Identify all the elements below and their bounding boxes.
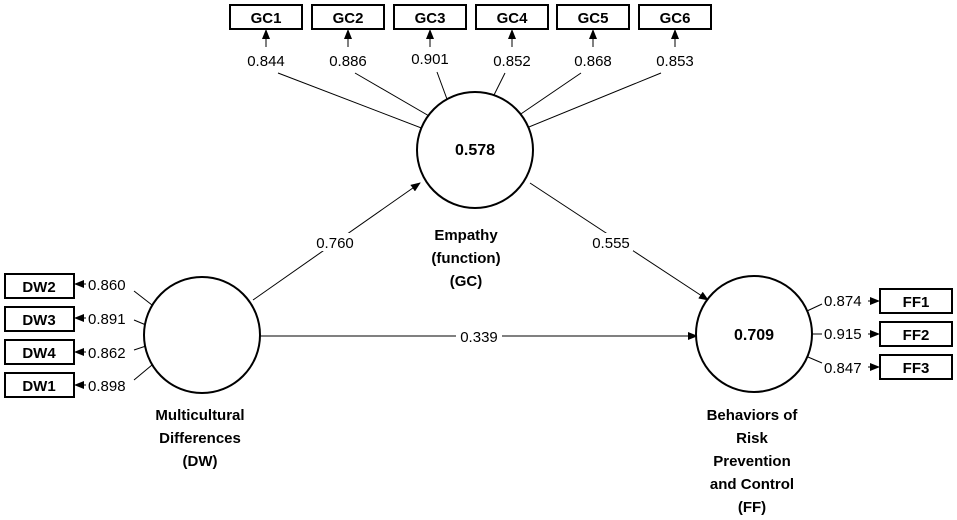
construct-name-gc-line3: (GC): [450, 273, 483, 290]
indicator-box-dw1: DW1: [4, 372, 75, 398]
loading-value-ff2: 0.915: [824, 326, 862, 343]
path-coef-dw-ff: 0.339: [460, 329, 498, 346]
indicator-label-gc5: GC5: [578, 10, 609, 27]
indicator-box-ff1: FF1: [879, 288, 953, 314]
indicator-label-gc3: GC3: [415, 10, 446, 27]
construct-name-dw-line3: (DW): [183, 453, 218, 470]
indicator-label-gc6: GC6: [660, 10, 691, 27]
construct-dw: [143, 276, 261, 394]
loading-line-gc6: [523, 72, 662, 130]
path-label-bg-dw-ff: [456, 328, 502, 346]
construct-ff: 0.709: [695, 275, 813, 393]
indicator-box-dw4: DW4: [4, 339, 75, 365]
loading-value-gc1: 0.844: [247, 53, 285, 70]
loading-value-ff3: 0.847: [824, 360, 862, 377]
loading-value-gc3: 0.901: [411, 51, 449, 68]
loading-value-gc2: 0.886: [329, 53, 367, 70]
loading-line-dw3: [133, 319, 147, 326]
path-coef-dw-gc: 0.760: [316, 235, 354, 252]
construct-name-gc: Empathy (function) (GC): [431, 227, 500, 290]
construct-name-dw: Multicultural Differences (DW): [155, 407, 244, 470]
loading-line-dw1: [133, 364, 153, 381]
loading-line-ff3: [807, 356, 823, 364]
indicator-label-dw4: DW4: [22, 345, 56, 362]
r2-value-ff: 0.709: [734, 327, 774, 344]
indicator-label-ff2: FF2: [903, 327, 930, 344]
loading-value-dw4: 0.862: [88, 345, 126, 362]
indicator-box-gc4: GC4: [475, 4, 549, 30]
r2-value-gc: 0.578: [455, 142, 495, 159]
indicator-label-ff1: FF1: [903, 294, 930, 311]
loading-value-gc4: 0.852: [493, 53, 531, 70]
indicator-box-gc3: GC3: [393, 4, 467, 30]
indicator-label-dw3: DW3: [22, 312, 55, 329]
indicator-label-gc4: GC4: [497, 10, 529, 27]
loading-value-ff1: 0.874: [824, 293, 862, 310]
indicator-box-dw2: DW2: [4, 273, 75, 299]
loading-value-gc6: 0.853: [656, 53, 694, 70]
indicator-box-gc6: GC6: [638, 4, 712, 30]
path-label-bg-dw-gc: [313, 233, 357, 251]
indicator-box-gc5: GC5: [556, 4, 630, 30]
construct-name-dw-line2: Differences: [159, 430, 241, 447]
indicator-box-ff2: FF2: [879, 321, 953, 347]
construct-name-ff-line5: (FF): [738, 499, 766, 516]
indicator-label-gc2: GC2: [333, 10, 364, 27]
construct-name-ff: Behaviors of Risk Prevention and Control…: [707, 407, 799, 516]
loading-line-gc5: [511, 72, 582, 121]
construct-name-dw-line1: Multicultural: [155, 407, 244, 424]
loading-line-ff1: [806, 303, 823, 312]
indicator-box-gc2: GC2: [311, 4, 385, 30]
construct-name-ff-line2: Risk: [736, 430, 768, 447]
construct-name-ff-line3: Prevention: [713, 453, 791, 470]
loading-line-gc2: [354, 72, 437, 121]
loading-line-dw4: [133, 345, 147, 351]
construct-name-gc-line1: Empathy: [434, 227, 498, 244]
indicator-label-gc1: GC1: [251, 10, 282, 27]
indicator-label-dw2: DW2: [22, 279, 55, 296]
indicator-box-ff3: FF3: [879, 354, 953, 380]
loading-value-gc5: 0.868: [574, 53, 612, 70]
loading-value-dw3: 0.891: [88, 311, 126, 328]
indicator-box-gc1: GC1: [229, 4, 303, 30]
construct-gc: 0.578: [416, 91, 534, 209]
loading-line-gc1: [277, 72, 425, 130]
construct-name-ff-line4: and Control: [710, 476, 794, 493]
path-coef-gc-ff: 0.555: [592, 235, 630, 252]
indicator-label-dw1: DW1: [22, 378, 55, 395]
indicator-box-dw3: DW3: [4, 306, 75, 332]
indicator-label-ff3: FF3: [903, 360, 930, 377]
construct-name-ff-line1: Behaviors of: [707, 407, 799, 424]
construct-name-gc-line2: (function): [431, 250, 500, 267]
loading-line-dw2: [133, 290, 153, 306]
loading-value-dw2: 0.860: [88, 277, 126, 294]
loading-value-dw1: 0.898: [88, 378, 126, 395]
path-label-bg-gc-ff: [589, 233, 633, 251]
